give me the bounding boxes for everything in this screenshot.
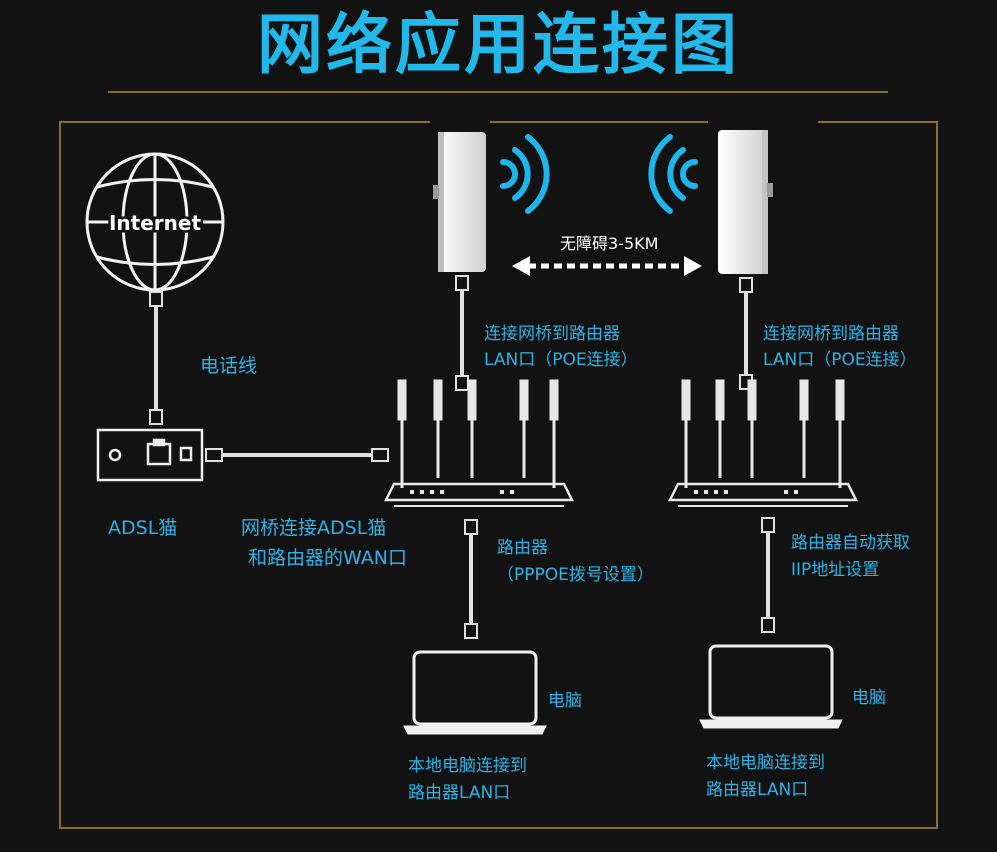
left-bridge-cable <box>455 275 469 391</box>
globe-icon <box>85 152 225 292</box>
title-divider <box>108 91 888 93</box>
left-bridge-device <box>433 132 486 272</box>
internet-label: Internet <box>109 211 201 235</box>
left-lan-cable <box>464 519 478 639</box>
left-router-line2: （PPPOE拨号设置） <box>497 565 654 585</box>
right-pc-line1: 本地电脑连接到 <box>706 753 825 773</box>
right-pc-label: 电脑 <box>852 688 886 708</box>
right-router-line2: IIP地址设置 <box>791 560 880 580</box>
left-pc-line1: 本地电脑连接到 <box>408 756 527 776</box>
distance-label: 无障碍3-5KM <box>560 234 659 253</box>
distance-arrow <box>512 256 702 276</box>
right-lan-cable <box>761 517 775 633</box>
wan-link-line1: 网桥连接ADSL猫 <box>241 517 387 539</box>
phone-line-label: 电话线 <box>200 355 258 377</box>
left-pc-label: 电脑 <box>548 691 582 711</box>
wan-link-line2: 和路由器的WAN口 <box>248 547 407 569</box>
left-bridge-line2: LAN口（POE连接） <box>484 350 638 370</box>
wan-cable <box>205 448 389 462</box>
page-title: 网络应用连接图 <box>257 6 740 83</box>
router-icon-right <box>667 379 859 507</box>
laptop-icon-left <box>403 650 547 735</box>
right-bridge-line2: LAN口（POE连接） <box>763 350 917 370</box>
left-bridge-line1: 连接网桥到路由器 <box>484 324 620 344</box>
laptop-icon-right <box>699 644 843 729</box>
left-router-line1: 路由器 <box>497 538 548 558</box>
wifi-signal-icon-left <box>500 134 550 214</box>
frame-border <box>59 121 938 829</box>
router-icon-left <box>383 379 575 507</box>
phone-line <box>149 291 163 425</box>
right-bridge-line1: 连接网桥到路由器 <box>763 324 899 344</box>
wifi-signal-icon-right <box>648 134 698 214</box>
left-pc-line2: 路由器LAN口 <box>408 783 511 803</box>
modem-label: ADSL猫 <box>108 517 178 539</box>
right-bridge-cable <box>739 277 753 390</box>
modem-icon <box>96 428 204 482</box>
right-pc-line2: 路由器LAN口 <box>706 780 809 800</box>
right-router-line1: 路由器自动获取 <box>791 533 910 553</box>
right-bridge-device <box>718 130 773 274</box>
